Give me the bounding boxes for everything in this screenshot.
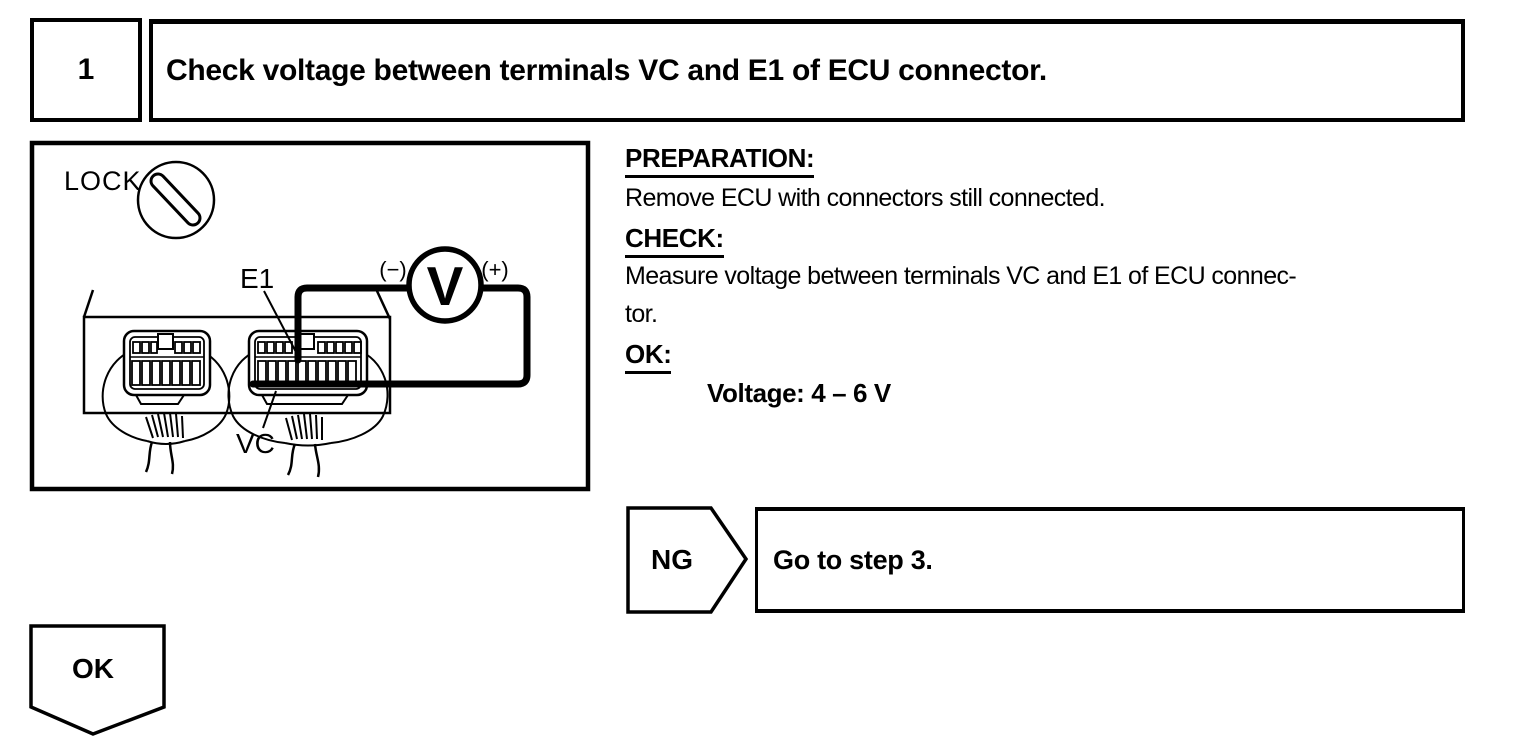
- connector-right: [247, 329, 369, 405]
- voltmeter-label: V: [427, 255, 464, 317]
- ok-label: OK: [72, 653, 114, 684]
- check-text-line2: tor.: [625, 300, 658, 328]
- step-title-cell: Check voltage between terminals VC and E…: [149, 19, 1465, 122]
- ng-arrow-badge: NG: [626, 506, 749, 614]
- vc-terminal-label: VC: [236, 428, 275, 459]
- lock-keyswitch-icon: [136, 160, 216, 240]
- vc-leader-line: [262, 390, 277, 429]
- ecu-body: [82, 289, 392, 415]
- test-lead-negative: [294, 284, 414, 364]
- step-number-cell: 1: [30, 18, 142, 122]
- wire-harness-left: [101, 348, 231, 475]
- ok-arrow-badge: OK: [29, 624, 166, 736]
- plus-terminal-label: (+): [481, 257, 509, 282]
- check-heading: CHECK:: [625, 223, 724, 258]
- voltmeter-icon: V: [406, 246, 484, 324]
- ng-action-text: Go to step 3.: [773, 544, 933, 575]
- test-lead-positive: [249, 284, 531, 388]
- minus-terminal-label: (−): [379, 257, 407, 282]
- check-text-line1: Measure voltage between terminals VC and…: [625, 262, 1297, 290]
- ok-spec: Voltage: 4 – 6 V: [707, 378, 891, 408]
- step-number: 1: [77, 53, 95, 86]
- wire-harness-right: [227, 348, 389, 478]
- lock-label: LOCK: [64, 166, 142, 196]
- preparation-text: Remove ECU with connectors still connect…: [625, 184, 1106, 212]
- connector-left: [122, 329, 212, 405]
- ng-label: NG: [651, 544, 693, 575]
- ecu-check-figure: LOCK: [29, 140, 591, 492]
- preparation-heading: PREPARATION:: [625, 143, 815, 178]
- ok-heading: OK:: [625, 339, 672, 374]
- e1-leader-line: [263, 290, 298, 355]
- e1-terminal-label: E1: [240, 263, 274, 294]
- ng-action-box: Go to step 3.: [755, 507, 1465, 613]
- step-title: Check voltage between terminals VC and E…: [166, 54, 1047, 87]
